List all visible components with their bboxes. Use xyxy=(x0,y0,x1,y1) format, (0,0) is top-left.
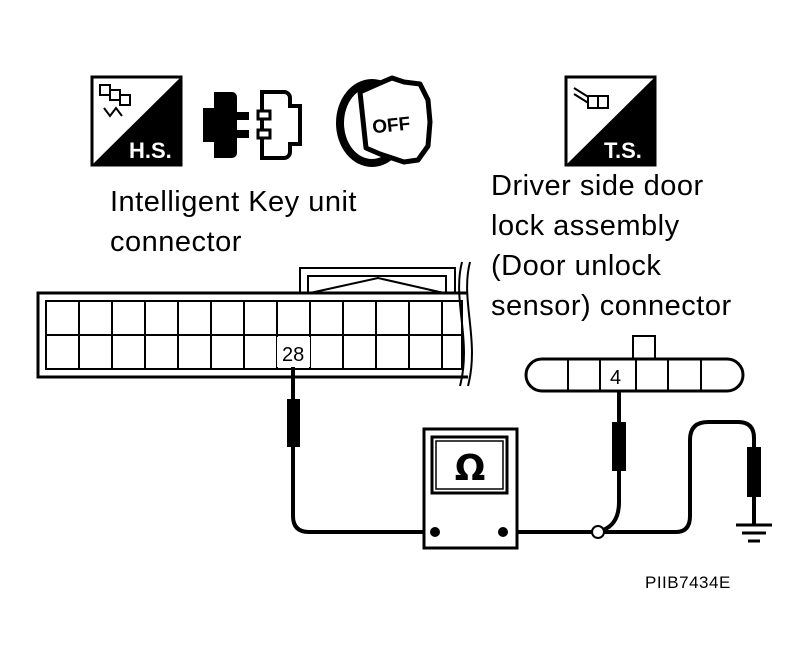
door-lock-connector: 4 xyxy=(524,335,745,393)
terminal-4-label: 4 xyxy=(610,367,621,389)
probe-handle xyxy=(747,447,761,497)
ignition-key-off-icon: OFF xyxy=(336,75,433,167)
probe-handle xyxy=(612,422,626,471)
wire-junction xyxy=(591,525,605,539)
ground-symbol xyxy=(736,523,772,543)
door-lock-connector-label: Driver side door lock assembly (Door unl… xyxy=(491,170,732,322)
figure-code: PIIB7434E xyxy=(645,573,731,592)
ohmmeter: Ω xyxy=(422,427,519,550)
svg-text:H.S.: H.S. xyxy=(129,138,172,163)
disconnect-connector-icon xyxy=(203,90,302,160)
svg-text:T.S.: T.S. xyxy=(604,138,642,163)
key-unit-connector: 28 xyxy=(36,261,473,387)
terminal-28-label: 28 xyxy=(282,344,304,366)
meter-terminal xyxy=(430,527,440,537)
test-leads xyxy=(291,367,756,534)
harness-side-icon: H.S. xyxy=(90,75,183,167)
key-unit-connector-label: Intelligent Key unit connector xyxy=(110,186,357,258)
meter-terminal xyxy=(498,527,508,537)
terminal-side-icon: T.S. xyxy=(564,75,657,167)
svg-text:OFF: OFF xyxy=(371,113,411,138)
probe-handle xyxy=(287,399,300,447)
ohm-symbol-icon: Ω xyxy=(455,448,486,489)
